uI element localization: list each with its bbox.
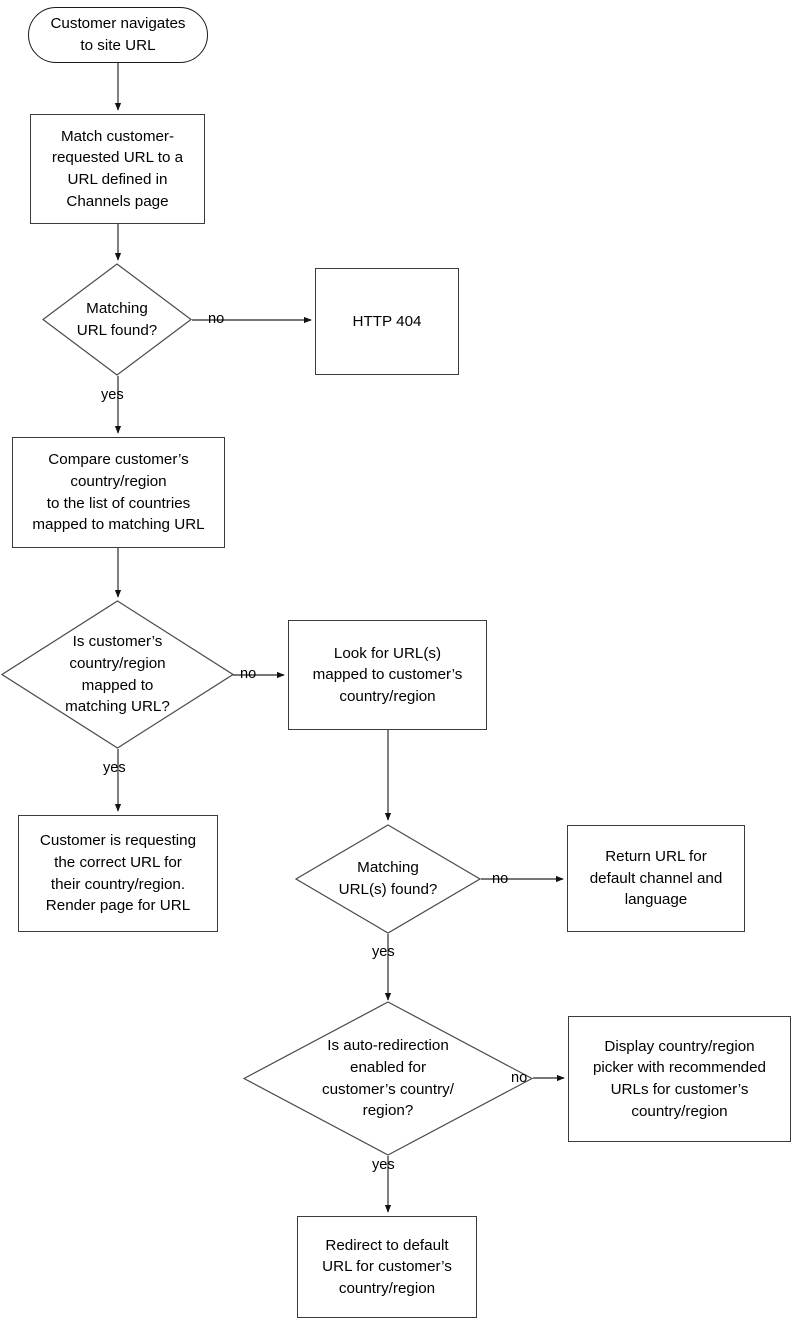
node-matching-url-found-label: Matching URL found? (76, 299, 158, 339)
edge-label-no-404: no (208, 311, 225, 327)
edge-label-yes-compare: yes (101, 387, 124, 403)
node-start-label: Customer navigates to site URL (50, 15, 186, 54)
node-return-default-label: Return URL for default channel and langu… (589, 848, 723, 909)
diamond-shape (295, 824, 481, 934)
node-start[interactable]: Customer navigates to site URL (28, 7, 208, 63)
diamond-shape (1, 600, 234, 749)
node-return-default[interactable]: Return URL for default channel and langu… (567, 825, 745, 932)
diamond-shape (42, 263, 192, 376)
node-compare-country[interactable]: Compare customer’s country/region to the… (12, 437, 225, 548)
node-http-404-label: HTTP 404 (352, 312, 422, 330)
node-look-for-urls-label: Look for URL(s) mapped to customer’s cou… (312, 644, 463, 705)
node-is-country-mapped[interactable]: Is customer’s country/region mapped to m… (1, 600, 234, 749)
node-is-country-mapped-label: Is customer’s country/region mapped to m… (65, 633, 170, 716)
diamond-shape (243, 1001, 533, 1156)
node-correct-url[interactable]: Customer is requesting the correct URL f… (18, 815, 218, 932)
edge-label-no-return-default: no (492, 871, 509, 887)
node-redirect-default-label: Redirect to default URL for customer’s c… (322, 1236, 452, 1297)
node-look-for-urls[interactable]: Look for URL(s) mapped to customer’s cou… (288, 620, 487, 730)
node-correct-url-label: Customer is requesting the correct URL f… (39, 832, 197, 915)
node-is-auto-redirect[interactable]: Is auto-redirection enabled for customer… (243, 1001, 533, 1156)
edge-label-yes-auto-redirect: yes (372, 944, 395, 960)
node-display-picker-label: Display country/region picker with recom… (592, 1037, 767, 1120)
node-display-picker[interactable]: Display country/region picker with recom… (568, 1016, 791, 1142)
edge-label-yes-correct-url: yes (103, 760, 126, 776)
node-matching-urls-found[interactable]: Matching URL(s) found? (295, 824, 481, 934)
node-match-url[interactable]: Match customer- requested URL to a URL d… (30, 114, 205, 224)
node-matching-url-found[interactable]: Matching URL found? (42, 263, 192, 376)
node-is-auto-redirect-label: Is auto-redirection enabled for customer… (322, 1037, 454, 1120)
edge-label-no-display-picker: no (511, 1070, 528, 1086)
edge-label-yes-redirect-default: yes (372, 1157, 395, 1173)
node-matching-urls-found-label: Matching URL(s) found? (338, 859, 438, 898)
node-match-url-label: Match customer- requested URL to a URL d… (51, 127, 184, 210)
node-redirect-default[interactable]: Redirect to default URL for customer’s c… (297, 1216, 477, 1318)
node-compare-country-label: Compare customer’s country/region to the… (32, 451, 205, 534)
node-http-404[interactable]: HTTP 404 (315, 268, 459, 375)
edge-label-no-look-for-urls: no (240, 666, 257, 682)
